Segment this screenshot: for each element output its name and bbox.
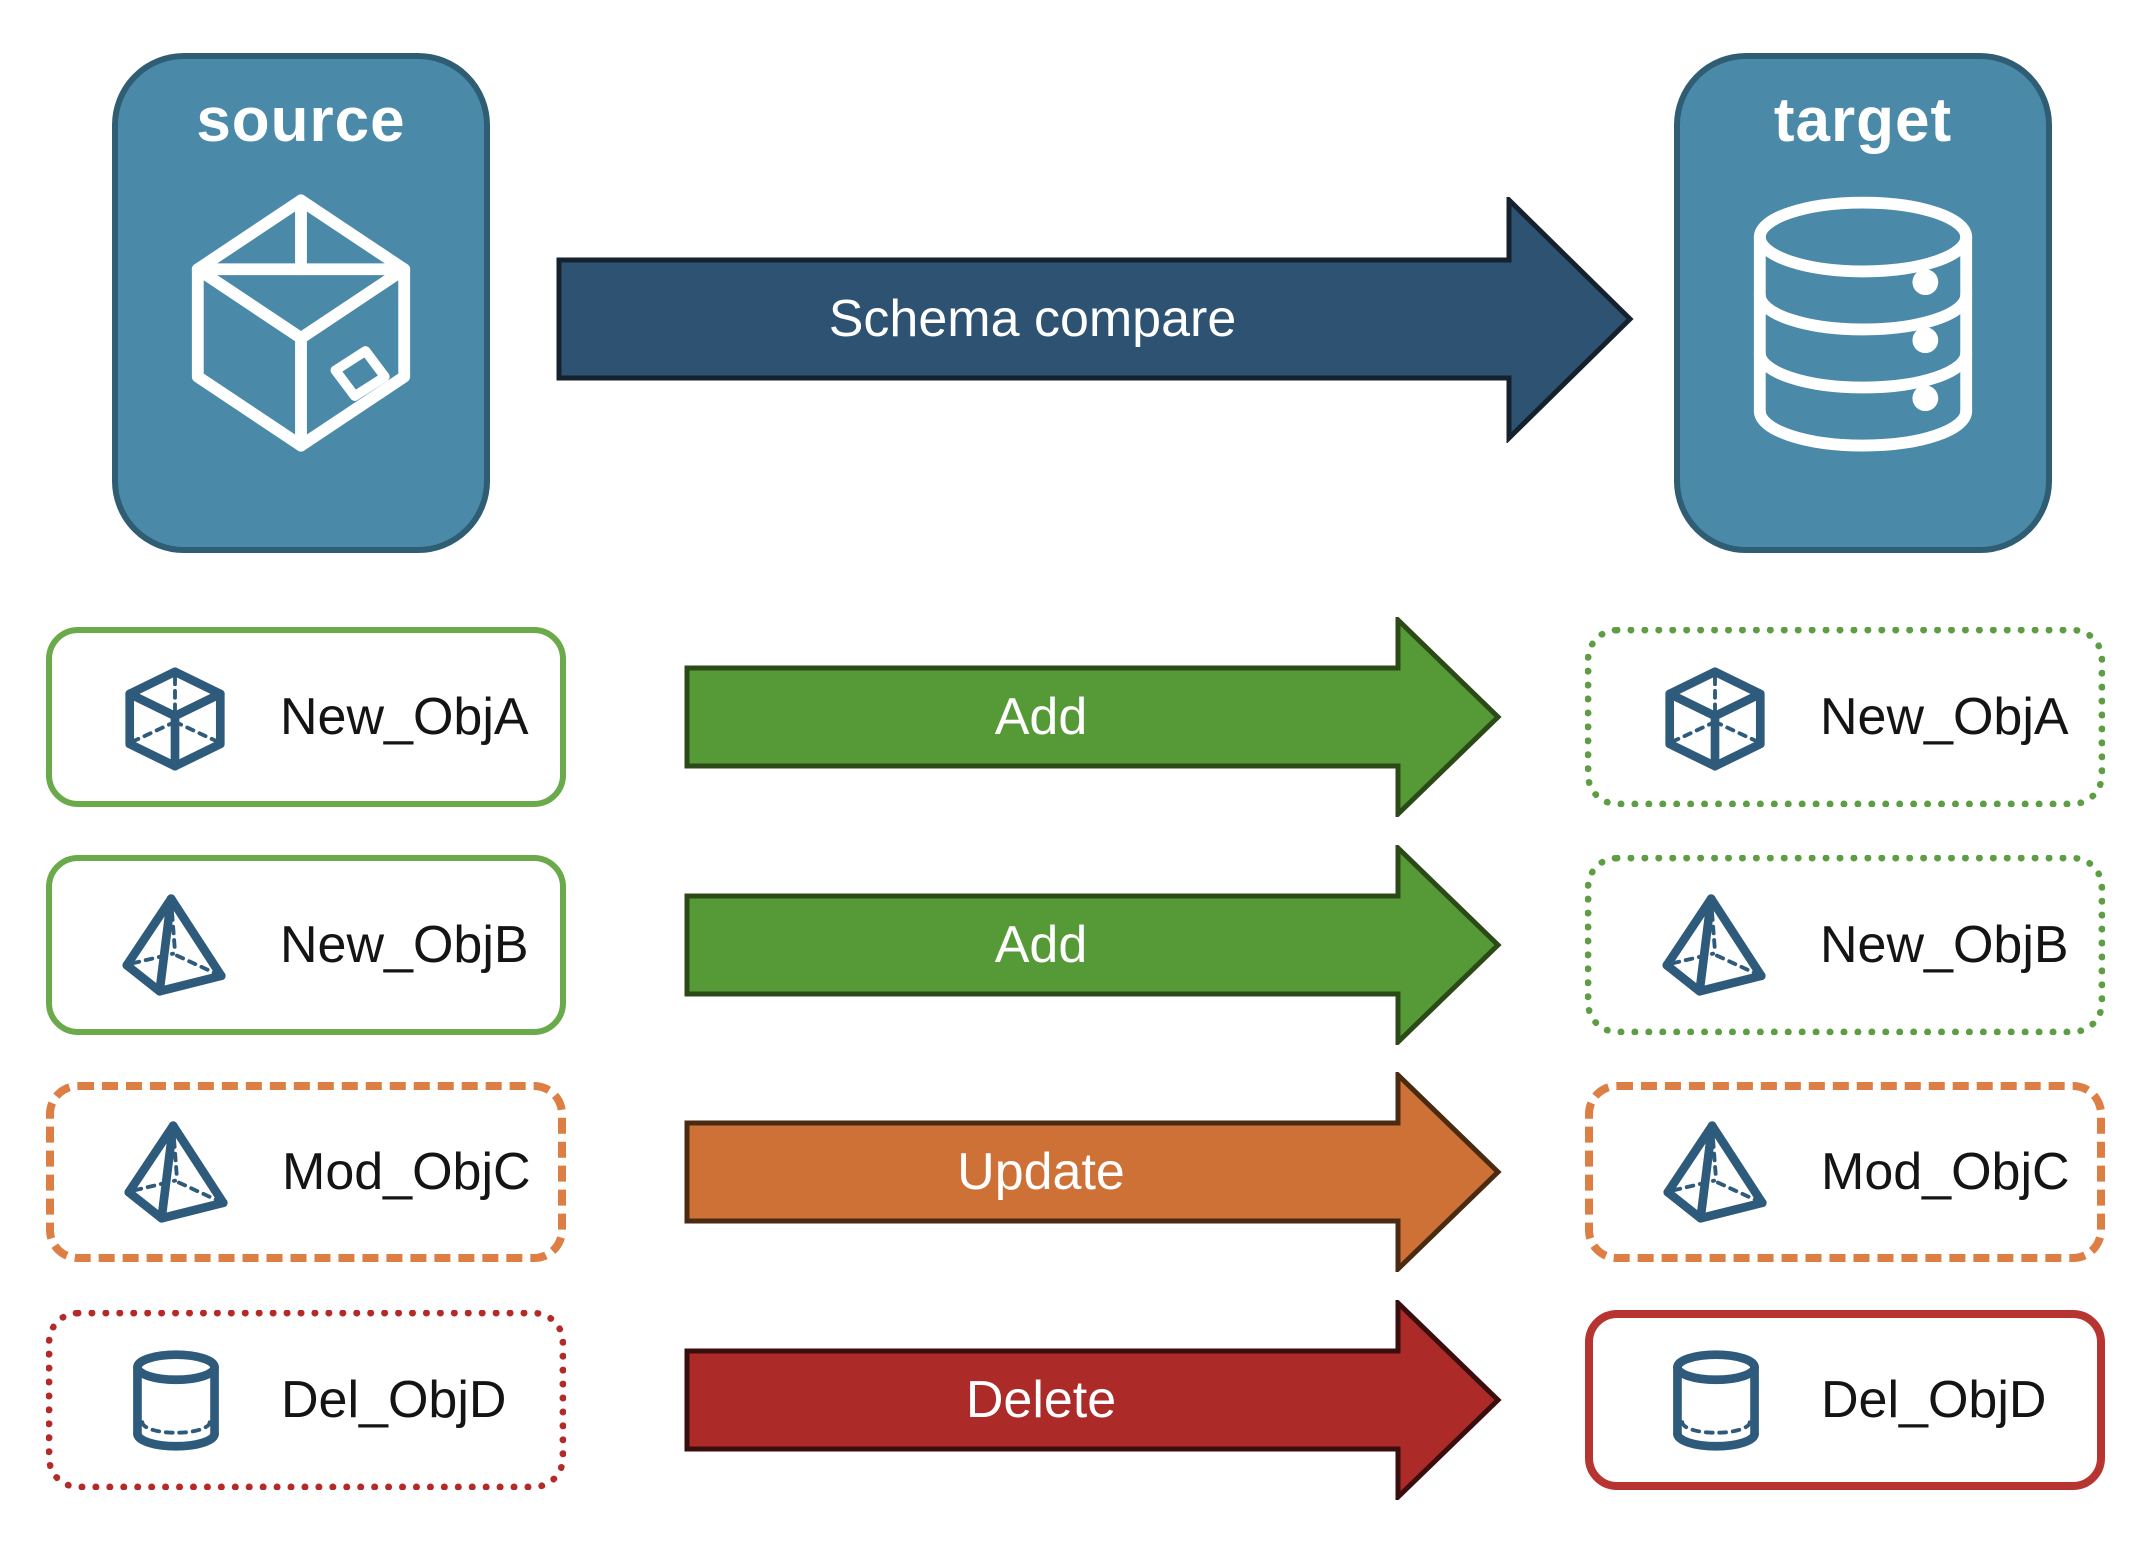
target-object-del-objd: Del_ObjD [1585,1310,2105,1490]
update-arrow-label: Update [957,1143,1125,1201]
object-label: Mod_ObjC [1821,1143,2070,1201]
target-object-mod-objc: Mod_ObjC [1585,1082,2105,1262]
update-arrow [684,1072,1502,1272]
source-object-mod-objc: Mod_ObjC [46,1082,566,1262]
cube-icon [1662,661,1768,773]
delete-arrow-label: Delete [965,1371,1117,1429]
add-arrow-2-label: Add [994,916,1088,974]
database-icon [1734,183,1992,463]
cylinder-icon [1663,1344,1769,1456]
object-label: New_ObjB [1820,916,2069,974]
add-arrow-2 [684,845,1502,1045]
schema-compare-arrow-label: Schema compare [828,290,1237,348]
package-icon [172,183,430,463]
object-label: New_ObjB [280,916,529,974]
target-object-new-obja: New_ObjA [1585,627,2105,807]
source-title: source [196,86,406,155]
pyramid-icon [1663,1116,1769,1228]
target-object-new-objb: New_ObjB [1585,855,2105,1035]
target-node: target [1674,53,2052,553]
source-object-del-objd: Del_ObjD [46,1310,566,1490]
object-label: New_ObjA [280,688,529,746]
object-label: Del_ObjD [281,1371,507,1429]
source-object-new-obja: New_ObjA [46,627,566,807]
object-label: Mod_ObjC [282,1143,531,1201]
pyramid-icon [124,1116,230,1228]
cube-icon [122,661,228,773]
source-node: source [112,53,490,553]
add-arrow-1-label: Add [994,688,1088,746]
target-title: target [1773,86,1953,155]
object-label: Del_ObjD [1821,1371,2047,1429]
schema-compare-arrow [556,197,1634,443]
cylinder-icon [123,1344,229,1456]
source-object-new-objb: New_ObjB [46,855,566,1035]
pyramid-icon [122,889,228,1001]
pyramid-icon [1662,889,1768,1001]
object-label: New_ObjA [1820,688,2069,746]
add-arrow-1 [684,617,1502,817]
delete-arrow [684,1300,1502,1500]
